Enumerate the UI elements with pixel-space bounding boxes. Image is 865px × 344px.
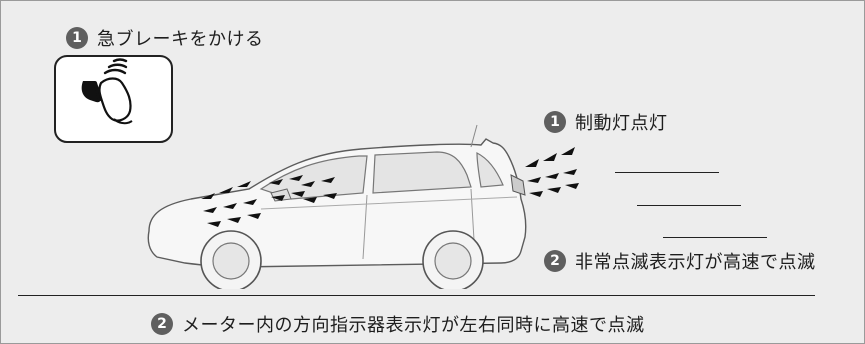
rear-flash-icon bbox=[525, 147, 579, 197]
step-label: 急ブレーキをかける bbox=[97, 29, 264, 50]
step-label: 制動灯点灯 bbox=[575, 113, 668, 134]
step-sudden-braking: 1 急ブレーキをかける bbox=[66, 25, 264, 51]
step-number-badge: 1 bbox=[544, 111, 566, 133]
car-illustration bbox=[147, 124, 579, 289]
step-number-badge: 1 bbox=[66, 27, 88, 49]
step-hazard-lights: 2 非常点滅表示灯が高速で点滅 bbox=[544, 248, 816, 274]
step-label: メーター内の方向指示器表示灯が左右同時に高速で点滅 bbox=[182, 315, 645, 336]
brake-light-leader-line bbox=[615, 172, 719, 173]
step-brake-lights: 1 制動灯点灯 bbox=[544, 109, 668, 135]
step-meter-indicator: 2 メーター内の方向指示器表示灯が左右同時に高速で点滅 bbox=[151, 311, 645, 337]
step-number-badge: 2 bbox=[151, 313, 173, 335]
front-hazard-flash-icon bbox=[201, 175, 337, 227]
step-number-badge: 2 bbox=[544, 250, 566, 272]
step-label: 非常点滅表示灯が高速で点滅 bbox=[575, 252, 816, 273]
hazard-leader-line-rear bbox=[663, 237, 767, 238]
section-divider bbox=[18, 295, 815, 296]
hazard-leader-line-front bbox=[637, 205, 741, 206]
brake-pedal-icon bbox=[54, 55, 173, 143]
